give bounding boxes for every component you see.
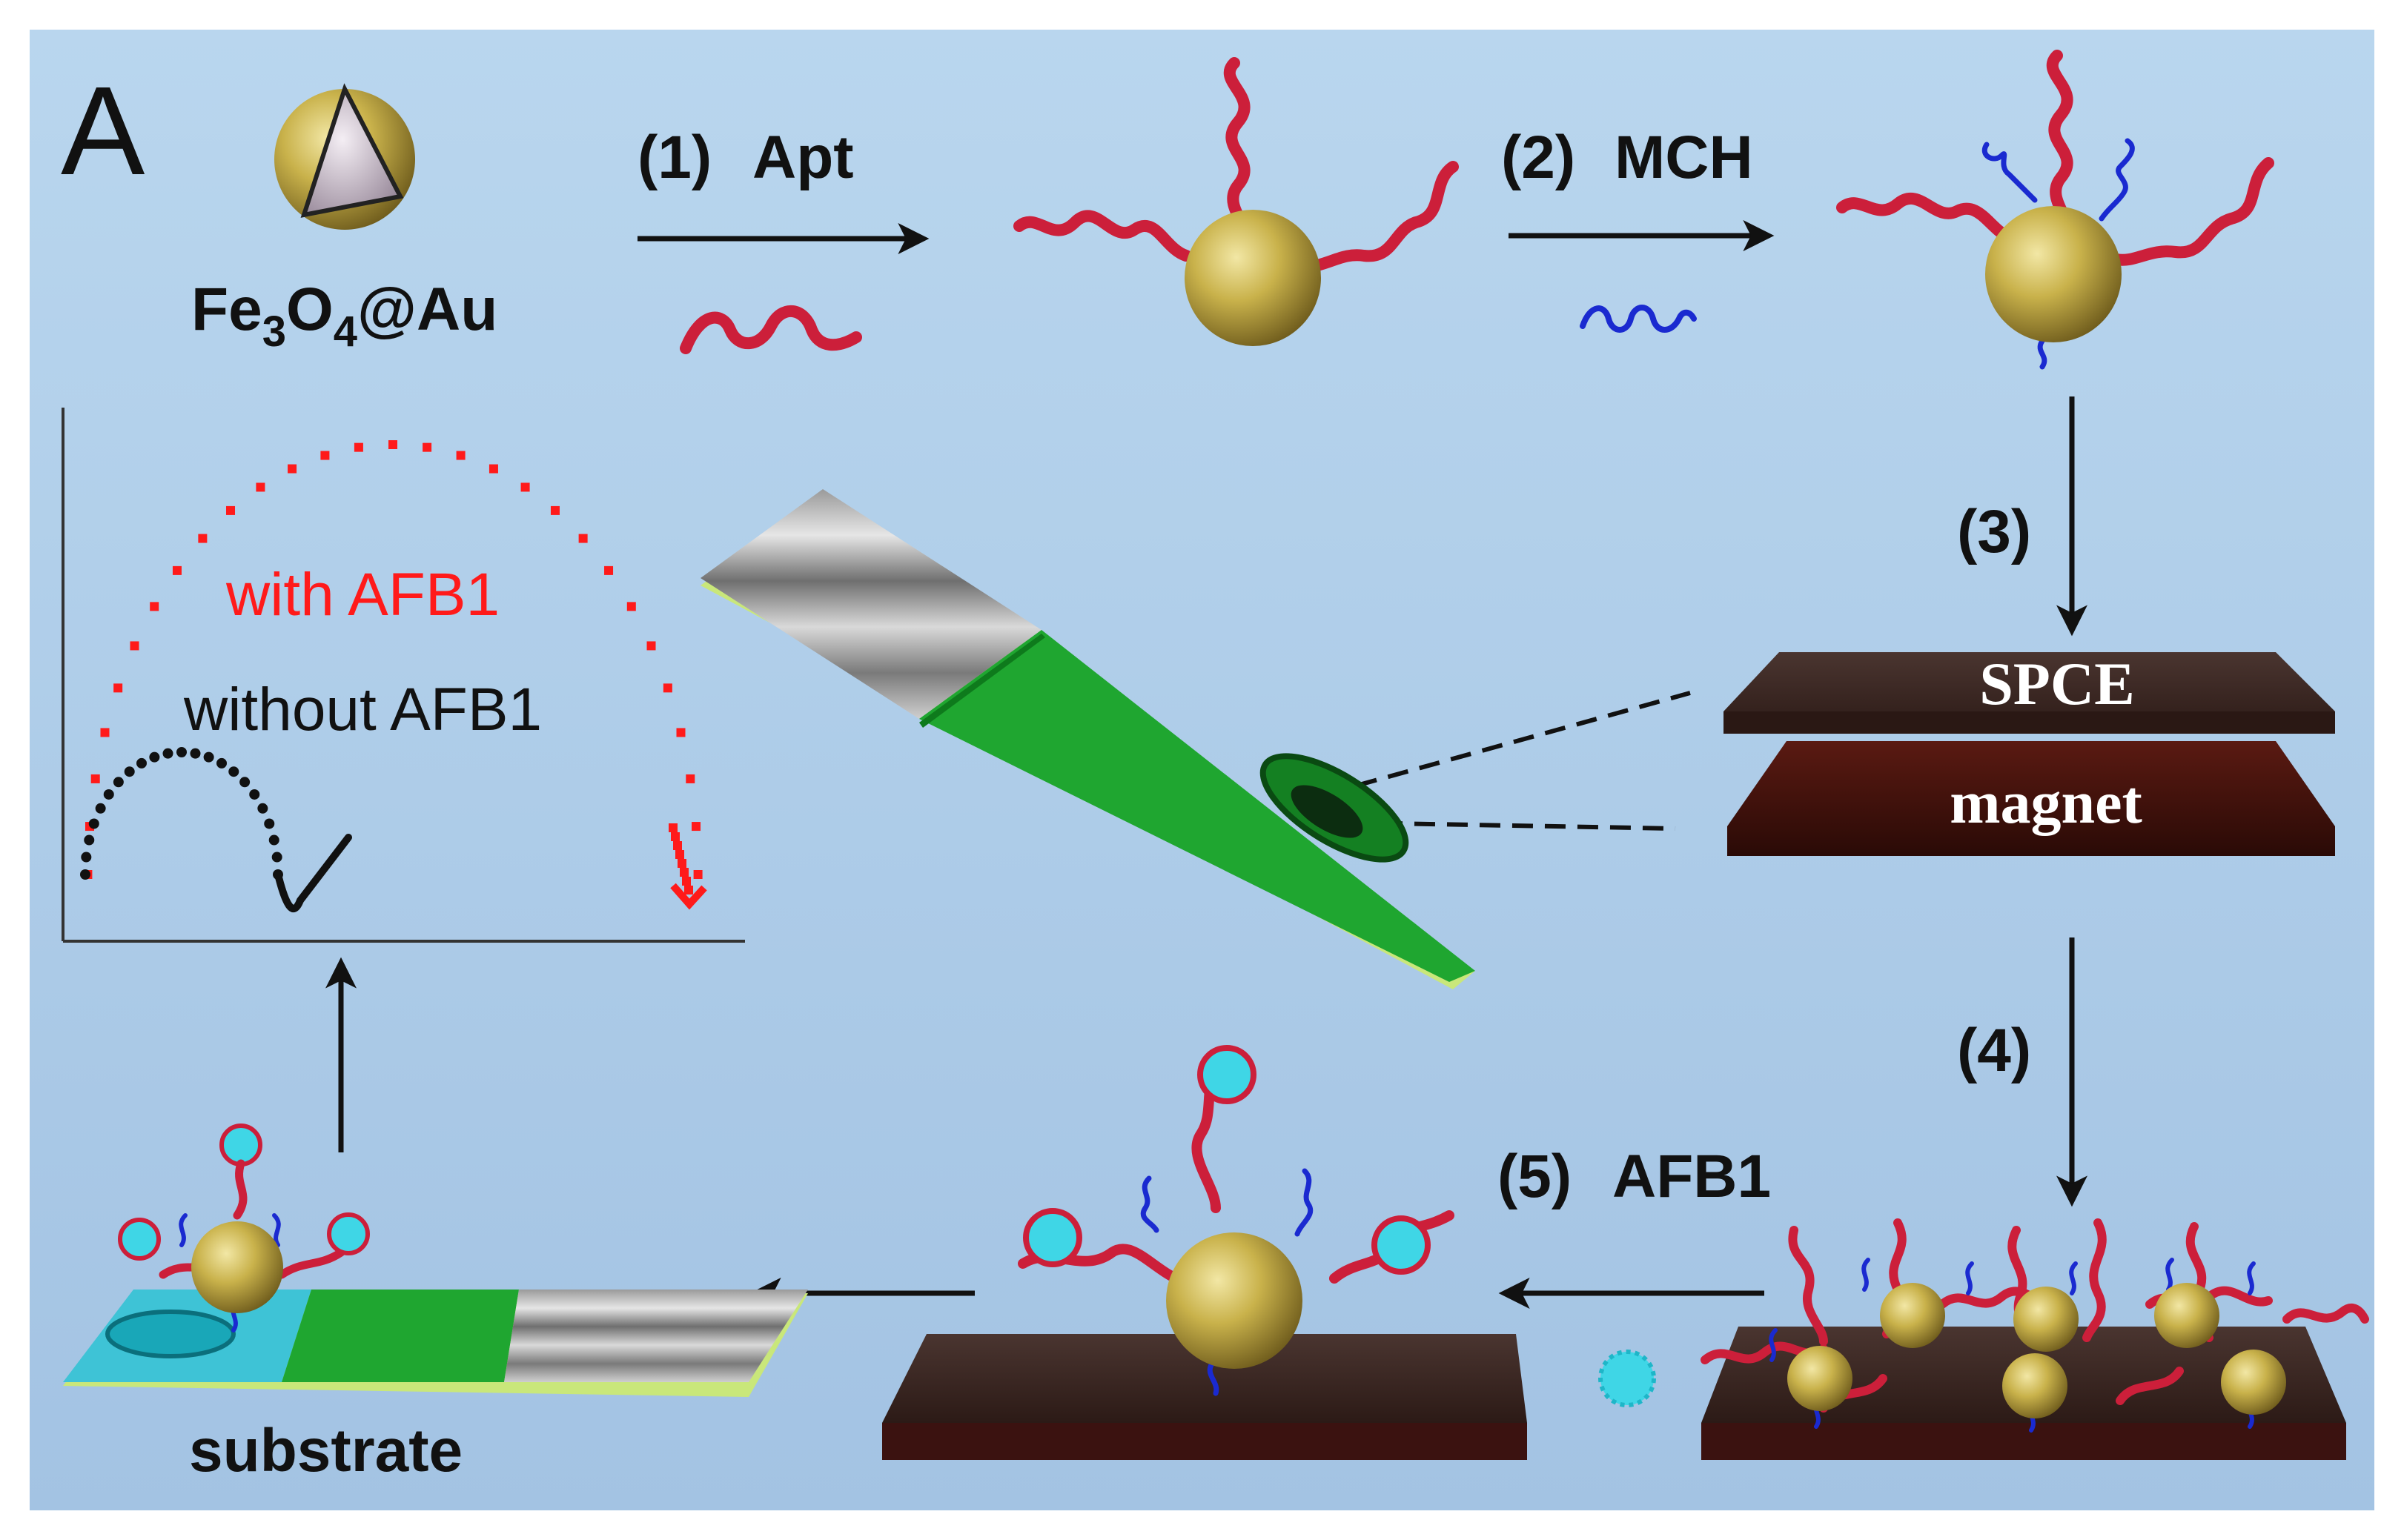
legend-without-afb1: without AFB1: [183, 676, 542, 743]
with-afb1-point: [100, 728, 109, 737]
without-afb1-point: [104, 789, 114, 800]
with-afb1-point: [198, 534, 207, 543]
without-afb1-point: [136, 758, 147, 769]
spce-label: SPCE: [1979, 650, 2135, 717]
without-afb1-point: [125, 766, 135, 777]
panel-label: A: [61, 61, 145, 202]
with-afb1-point: [604, 566, 613, 575]
without-afb1-point: [249, 789, 259, 800]
with-afb1-point: [663, 683, 672, 692]
without-afb1-point: [239, 777, 250, 787]
with-afb1-point: [673, 841, 682, 850]
with-afb1-point: [388, 440, 397, 449]
step-4-number: (4): [1957, 1017, 2031, 1084]
without-afb1-point: [149, 752, 159, 763]
without-afb1-point: [269, 835, 279, 846]
with-afb1-point: [627, 602, 636, 611]
with-afb1-point: [320, 451, 329, 460]
without-afb1-point: [96, 803, 106, 814]
step-1-name: Apt: [752, 124, 854, 191]
without-afb1-point: [176, 747, 187, 757]
with-afb1-point: [521, 482, 530, 491]
step-2-number: (2): [1501, 124, 1575, 191]
step-5-name: AFB1: [1612, 1143, 1771, 1210]
with-afb1-point: [288, 465, 297, 474]
fe3o4-au-particle: [274, 89, 415, 230]
magnet-label: magnet: [1950, 769, 2142, 836]
with-afb1-point: [684, 886, 693, 895]
with-afb1-point: [686, 774, 695, 783]
with-afb1-point: [457, 451, 466, 460]
with-afb1-point: [91, 774, 100, 783]
substrate-label: substrate: [189, 1417, 463, 1484]
step-1-number: (1): [638, 124, 712, 191]
without-afb1-point: [264, 818, 274, 829]
without-afb1-point: [216, 758, 227, 769]
with-afb1-point: [669, 823, 678, 832]
with-afb1-point: [173, 566, 182, 575]
with-afb1-point: [682, 877, 691, 886]
with-afb1-point: [579, 534, 588, 543]
with-afb1-point: [130, 641, 139, 650]
with-afb1-point: [677, 728, 686, 737]
with-afb1-point: [113, 683, 122, 692]
with-afb1-point: [489, 465, 498, 474]
without-afb1-point: [272, 852, 282, 863]
without-afb1-point: [204, 752, 214, 763]
without-afb1-point: [257, 803, 268, 814]
with-afb1-point: [678, 859, 686, 868]
with-afb1-point: [551, 506, 560, 515]
with-afb1-point: [647, 641, 656, 650]
without-afb1-point: [81, 852, 91, 863]
with-afb1-point: [256, 482, 265, 491]
with-afb1-point: [150, 602, 159, 611]
with-afb1-point: [692, 822, 701, 831]
step-2-name: MCH: [1615, 124, 1753, 191]
step-5-number: (5): [1497, 1143, 1572, 1210]
afb1-target-icon: [1600, 1352, 1654, 1405]
with-afb1-point: [354, 443, 363, 452]
legend-with-afb1: with AFB1: [225, 561, 500, 628]
with-afb1-point: [694, 870, 703, 879]
with-afb1-point: [226, 506, 235, 515]
step-3-number: (3): [1957, 498, 2031, 565]
with-afb1-point: [680, 868, 689, 877]
without-afb1-point: [191, 749, 201, 759]
with-afb1-point: [423, 443, 431, 452]
with-afb1-point: [671, 832, 680, 841]
without-afb1-point: [113, 777, 124, 787]
without-afb1-point: [162, 749, 173, 759]
without-afb1-point: [89, 818, 99, 829]
without-afb1-point: [84, 835, 94, 846]
without-afb1-point: [80, 869, 90, 880]
with-afb1-point: [675, 850, 684, 859]
without-afb1-point: [228, 766, 239, 777]
